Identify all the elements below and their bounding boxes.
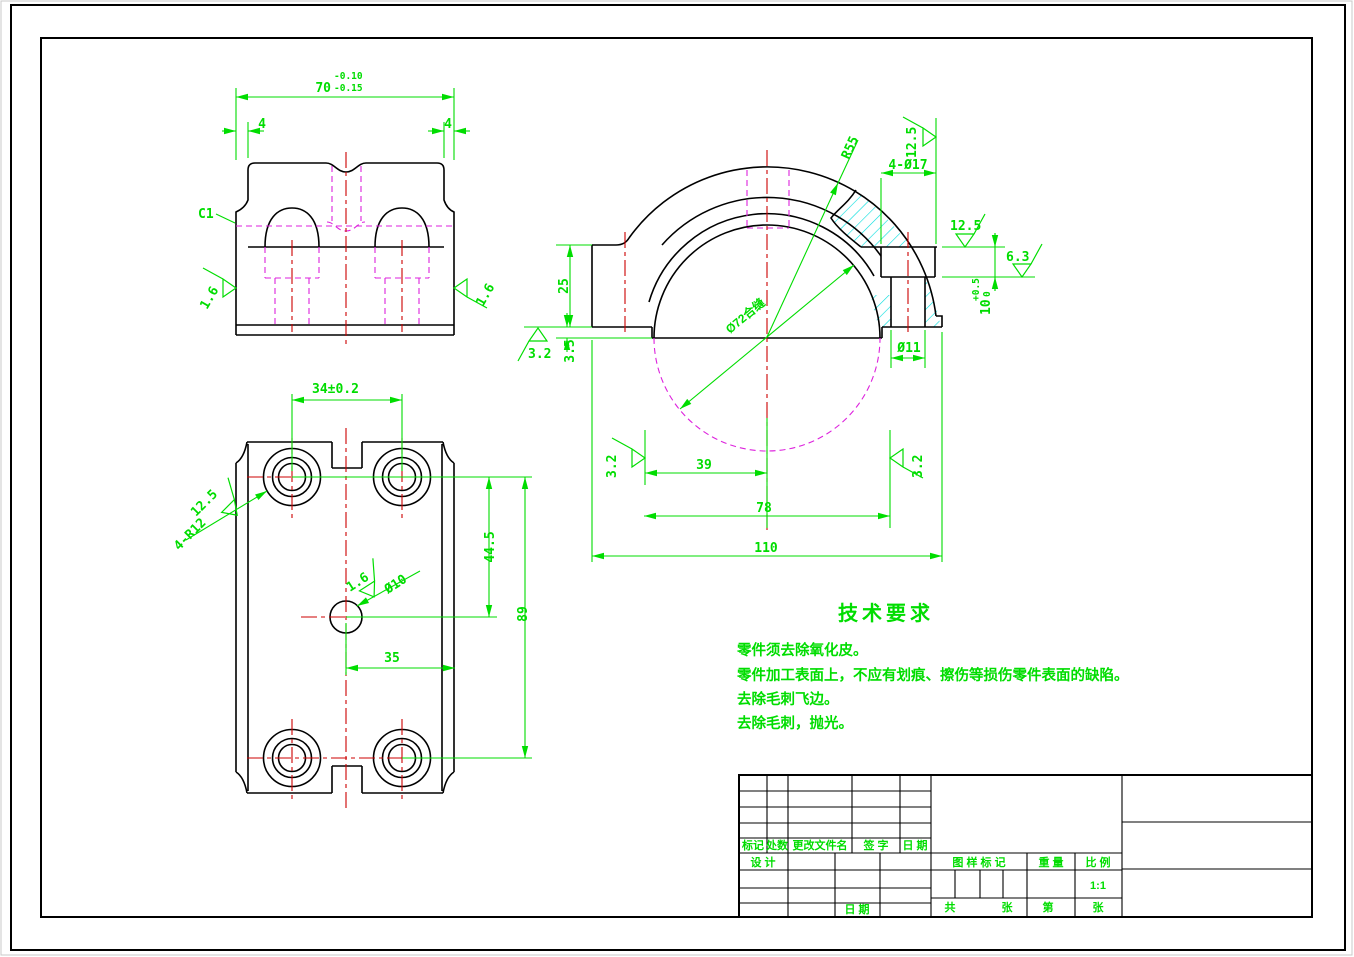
tech-req-item-2: 零件加工表面上，不应有划痕、擦伤等损伤零件表面的缺陷。 [736, 666, 1129, 684]
plan-dim-34: 34±0.2 [312, 382, 359, 397]
tb-label-mark: 标记 [741, 838, 764, 852]
tech-req-item-3: 去除毛刺飞边。 [737, 690, 839, 708]
tb-label-design: 设 计 [750, 855, 775, 869]
side-step-arcs [648, 196, 882, 303]
side-dim-35: 3.5 [563, 339, 578, 362]
tech-req-item-1: 零件须去除氧化皮。 [736, 641, 868, 659]
tb-label-scale: 比 例 [1085, 855, 1110, 869]
front-dim-70-tol-dn: -0.15 [334, 83, 363, 94]
side-dim-39: 39 [696, 458, 712, 473]
side-spotface-cut [830, 189, 937, 248]
side-bore-arc [653, 224, 881, 339]
tb-label-date2: 日 期 [844, 902, 869, 916]
side-dim-110: 110 [754, 541, 778, 556]
title-block: 标记 处数 更改文件名 签 字 日 期 设 计 日 期 图 样 标 记 重 量 … [738, 774, 1313, 918]
side-r55-leader [766, 182, 839, 338]
inner-frame [40, 37, 1313, 918]
tb-label-qty: 处数 [765, 838, 789, 852]
title-block-grid [739, 775, 1312, 917]
front-dim-70-tol-up: -0.10 [334, 71, 363, 82]
side-finish-bl-value: 3.2 [605, 455, 620, 478]
tech-req-title: 技术要求 [838, 601, 934, 625]
plan-hole-leader [356, 570, 421, 607]
plan-extension-lines [291, 394, 532, 759]
tb-label-sign: 签 字 [862, 838, 888, 852]
side-finish-top-value: 12.5 [905, 127, 920, 158]
tech-req-item-4: 去除毛刺，抛光。 [737, 714, 853, 732]
side-r55-leader-tail [837, 139, 859, 184]
tb-label-stamp: 图 样 标 记 [952, 855, 1005, 869]
side-dim-25: 25 [557, 278, 572, 294]
tb-label-page-r: 张 [1093, 900, 1105, 914]
tb-label-total-l: 共 [945, 900, 956, 914]
side-hidden-slot [746, 170, 790, 229]
side-cbore-label: 4-Ø17 [888, 158, 927, 173]
side-counterbore [880, 247, 936, 327]
front-chamfer-label: C1 [198, 207, 214, 222]
side-finish-br-value: 3.2 [911, 455, 926, 478]
front-dim-70: 70 [315, 81, 331, 96]
front-dim-4-left: 4 [258, 117, 266, 132]
tb-label-weight: 重 量 [1038, 855, 1063, 869]
tb-label-page-l: 第 [1043, 900, 1054, 914]
tb-label-total-r: 张 [1002, 900, 1014, 914]
title-block-frame [738, 774, 1313, 918]
front-centerlines [291, 152, 403, 348]
tech-requirements: 技术要求 零件须去除氧化皮。 零件加工表面上，不应有划痕、擦伤等损伤零件表面的缺… [736, 601, 1129, 732]
plan-corner-leader [185, 490, 268, 541]
side-dim-78: 78 [756, 501, 772, 516]
front-chamfer-leader [215, 213, 236, 224]
front-extension-lines [235, 88, 455, 160]
tb-label-file: 更改文件名 [793, 838, 848, 852]
side-dim-10-tol-dn: 0 [982, 291, 993, 297]
plan-dim-89: 89 [516, 606, 531, 622]
plan-dim-445: 44.5 [483, 531, 498, 562]
tb-label-date: 日 期 [902, 838, 927, 852]
side-finish-floor-value: 6.3 [1006, 250, 1029, 265]
side-mating-bore-circle [653, 337, 881, 452]
tb-value-scale: 1:1 [1090, 880, 1106, 892]
side-finish-right-value: 12.5 [950, 219, 981, 234]
front-dim-4-right: 4 [444, 117, 452, 132]
side-dim-10-tol-up: +0.5 [971, 278, 982, 301]
side-finish-left-value: 3.2 [528, 347, 551, 362]
side-dim-10: 10 [979, 299, 994, 315]
side-dim-10-text: 10 +0.5 0 [971, 278, 994, 315]
plan-dim-35: 35 [384, 651, 400, 666]
side-view: R55 4-Ø17 12.5 12.5 6.3 10 +0.5 0 25 3.5… [517, 116, 1043, 562]
outer-frame [10, 4, 1346, 951]
side-dim-d11: Ø11 [896, 341, 921, 356]
